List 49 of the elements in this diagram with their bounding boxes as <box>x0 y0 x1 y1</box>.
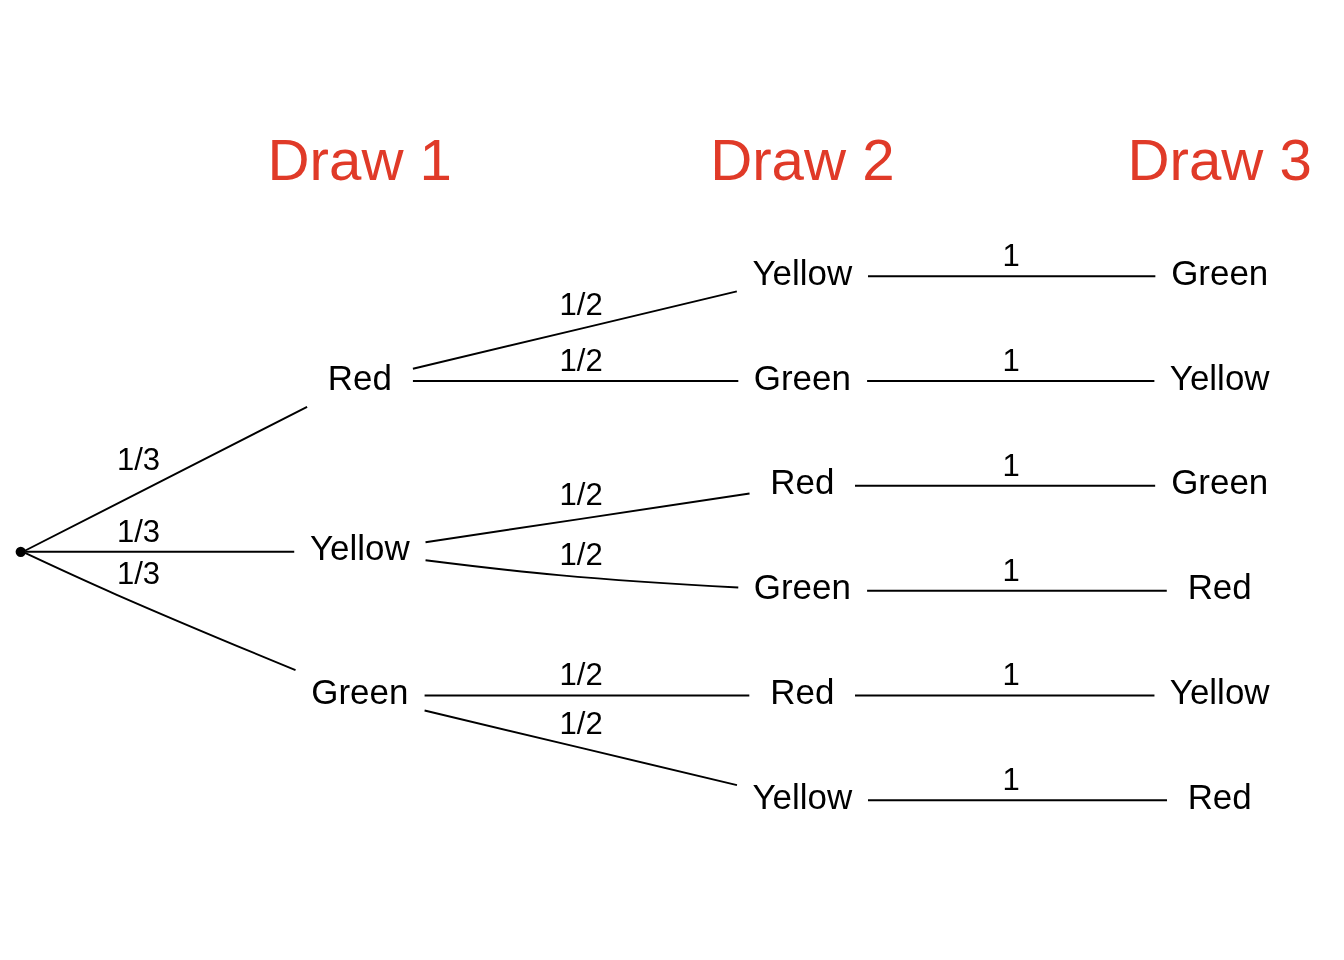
connector <box>424 492 751 543</box>
edge-label: 1 <box>1002 656 1020 692</box>
node-text: Green <box>1171 461 1269 501</box>
node-text: Red <box>327 357 392 397</box>
connector <box>424 558 740 589</box>
node-text: Green <box>753 357 851 397</box>
label: Draw 2 <box>710 126 895 192</box>
edge-label: 1/2 <box>559 286 603 322</box>
label: Draw 3 <box>1127 126 1312 192</box>
node-text: Yellow <box>752 252 853 292</box>
connector <box>866 589 1168 592</box>
connector <box>867 798 1168 801</box>
connector <box>411 289 738 370</box>
connector <box>854 694 1156 696</box>
edge-label: 1 <box>1002 447 1020 483</box>
node-text: Yellow <box>752 776 853 816</box>
connector <box>24 551 297 671</box>
edge-label: 1 <box>1002 237 1020 273</box>
connector <box>23 405 309 552</box>
connector <box>423 709 738 786</box>
edge-label: 1 <box>1002 552 1020 588</box>
connector <box>24 550 296 553</box>
connector <box>854 484 1157 487</box>
edge-label: 1/2 <box>559 536 603 572</box>
edge-label: 1/2 <box>559 476 603 512</box>
connector <box>866 379 1156 382</box>
node-text: Yellow <box>1169 357 1270 397</box>
node-text: Red <box>1187 566 1252 606</box>
node-text: Yellow <box>309 527 410 567</box>
connector <box>411 379 740 382</box>
connector <box>423 694 751 696</box>
node-text: Yellow <box>1169 671 1270 711</box>
edge-label: 1/2 <box>559 656 603 692</box>
node-text: Green <box>311 671 409 711</box>
edge-label: 1 <box>1002 761 1020 797</box>
node-text: Red <box>770 461 835 501</box>
edge-label: 1/2 <box>559 705 603 741</box>
node-text: Red <box>770 671 835 711</box>
edge-label: 1/2 <box>559 342 603 378</box>
node-text: Green <box>1171 252 1269 292</box>
connector <box>867 274 1157 277</box>
label: Draw 1 <box>267 126 452 192</box>
edge-label: 1/3 <box>116 513 161 549</box>
edge-label: 1 <box>1002 342 1020 378</box>
node-text: Red <box>1187 776 1252 816</box>
node-text: Green <box>753 566 851 606</box>
node-point <box>15 546 26 557</box>
edge-label: 1/3 <box>116 555 161 591</box>
edge-label: 1/3 <box>116 441 161 477</box>
